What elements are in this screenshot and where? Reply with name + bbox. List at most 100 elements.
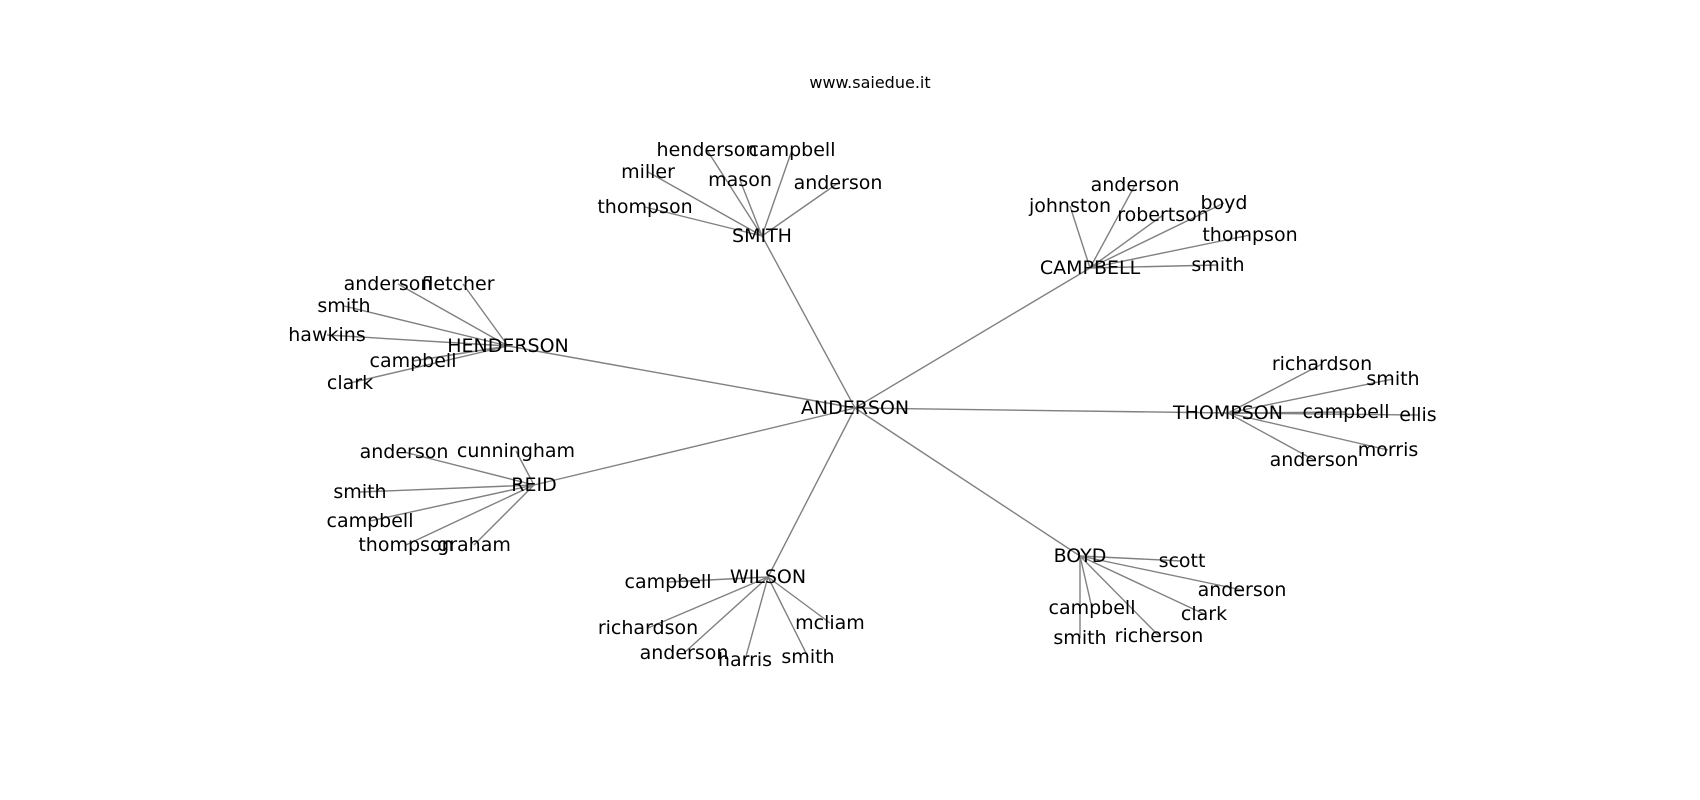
leaf-node-campbell-johnston: johnston xyxy=(1028,195,1111,217)
leaf-node-smith-mason: mason xyxy=(708,169,772,191)
edge-thompson-ellis xyxy=(1227,412,1419,416)
leaf-node-boyd-scott: scott xyxy=(1159,550,1206,572)
leaf-node-reid-thompson: thompson xyxy=(358,534,453,556)
hub-node-henderson: HENDERSON xyxy=(447,335,569,357)
hub-node-boyd: BOYD xyxy=(1054,545,1107,567)
leaf-node-boyd-clark: clark xyxy=(1181,603,1227,625)
leaf-node-thompson-smith: smith xyxy=(1366,368,1419,390)
hub-node-wilson: WILSON xyxy=(730,566,806,588)
edges-layer xyxy=(326,149,1419,661)
leaf-node-campbell-anderson: anderson xyxy=(1091,174,1180,196)
edge-smith-thompson xyxy=(644,206,763,237)
root-node-label: ANDERSON xyxy=(801,397,909,419)
edge-henderson-campbell xyxy=(412,345,509,362)
edge-thompson-anderson xyxy=(1227,412,1315,461)
leaf-node-boyd-smith: smith xyxy=(1053,627,1106,649)
edge-campbell-smith xyxy=(1089,264,1219,269)
leaf-node-thompson-anderson: anderson xyxy=(1270,449,1359,471)
leaf-node-reid-cunningham: cunningham xyxy=(457,440,575,462)
edge-smith-campbell xyxy=(761,149,793,237)
edge-root-thompson xyxy=(854,407,1229,414)
hub-node-smith: SMITH xyxy=(732,225,792,247)
leaf-node-boyd-campbell: campbell xyxy=(1049,597,1136,619)
leaf-node-reid-smith: smith xyxy=(333,481,386,503)
edge-root-wilson xyxy=(767,407,856,578)
leaf-node-wilson-anderson: anderson xyxy=(640,642,729,664)
hub-node-thompson: THOMPSON xyxy=(1172,402,1283,424)
edge-smith-miller xyxy=(647,171,763,237)
leaf-node-wilson-smith: smith xyxy=(781,646,834,668)
edge-thompson-richardson xyxy=(1227,363,1323,414)
edge-henderson-anderson xyxy=(397,283,509,347)
leaf-node-reid-graham: graham xyxy=(437,534,511,556)
leaf-node-henderson-anderson: anderson xyxy=(344,273,433,295)
leaf-node-henderson-smith: smith xyxy=(317,295,370,317)
edge-root-henderson xyxy=(507,345,856,409)
edge-smith-anderson xyxy=(761,182,839,237)
leaf-node-smith-campbell: campbell xyxy=(749,139,836,161)
edge-henderson-smith xyxy=(343,305,509,347)
edge-reid-thompson xyxy=(405,484,535,546)
leaf-node-wilson-richardson: richardson xyxy=(598,617,698,639)
hub-node-campbell: CAMPBELL xyxy=(1040,257,1141,279)
leaf-node-boyd-anderson: anderson xyxy=(1198,579,1287,601)
edge-wilson-mcliam xyxy=(767,576,831,624)
edge-henderson-fletcher xyxy=(462,283,509,347)
edge-reid-campbell xyxy=(369,484,535,522)
edge-thompson-smith xyxy=(1227,378,1394,414)
leaf-node-smith-thompson: thompson xyxy=(597,196,692,218)
hub-node-reid: REID xyxy=(511,474,556,496)
edge-reid-cunningham xyxy=(515,450,535,486)
leaf-node-smith-henderson: henderson xyxy=(657,139,758,161)
edge-boyd-campbell xyxy=(1079,555,1093,609)
edge-reid-graham xyxy=(473,484,535,546)
edge-campbell-boyd xyxy=(1089,202,1225,269)
edge-wilson-harris xyxy=(744,576,769,661)
edge-root-reid xyxy=(533,407,856,486)
edge-campbell-johnston xyxy=(1069,205,1091,269)
edge-wilson-richardson xyxy=(647,576,769,629)
leaf-node-henderson-hawkins: hawkins xyxy=(288,324,365,346)
leaf-node-thompson-morris: morris xyxy=(1358,439,1419,461)
leaf-node-campbell-boyd: boyd xyxy=(1201,192,1248,214)
chart-title: www.saiedue.it xyxy=(809,73,930,92)
leaf-node-wilson-campbell: campbell xyxy=(625,571,712,593)
edge-reid-smith xyxy=(359,484,535,493)
edge-boyd-clark xyxy=(1079,555,1205,615)
leaf-node-wilson-harris: harris xyxy=(718,649,772,671)
edge-henderson-hawkins xyxy=(326,334,509,347)
edge-smith-mason xyxy=(739,179,763,237)
leaf-node-campbell-smith: smith xyxy=(1191,254,1244,276)
leaf-node-henderson-clark: clark xyxy=(327,372,373,394)
edge-boyd-anderson xyxy=(1079,555,1243,591)
edge-root-boyd xyxy=(854,407,1081,557)
edge-root-smith xyxy=(761,235,856,409)
leaf-node-thompson-campbell: campbell xyxy=(1303,401,1390,423)
edge-thompson-morris xyxy=(1227,412,1389,451)
edge-wilson-smith xyxy=(767,576,809,658)
edge-campbell-robertson xyxy=(1089,214,1164,269)
edge-wilson-anderson xyxy=(683,576,769,654)
leaf-node-reid-anderson: anderson xyxy=(360,441,449,463)
edge-boyd-scott xyxy=(1079,555,1183,562)
edge-wilson-campbell xyxy=(667,576,769,583)
edge-campbell-anderson xyxy=(1089,184,1136,269)
leaf-node-thompson-richardson: richardson xyxy=(1272,353,1372,375)
leaf-node-boyd-richerson: richerson xyxy=(1115,625,1204,647)
edge-smith-henderson xyxy=(706,149,763,237)
leaf-node-reid-campbell: campbell xyxy=(327,510,414,532)
edge-henderson-clark xyxy=(349,345,509,384)
leaf-node-campbell-thompson: thompson xyxy=(1202,224,1297,246)
leaf-node-smith-miller: miller xyxy=(621,161,675,183)
leaf-node-wilson-mcliam: mcliam xyxy=(795,612,865,634)
edge-boyd-richerson xyxy=(1079,555,1160,637)
leaf-node-campbell-robertson: robertson xyxy=(1117,204,1209,226)
leaf-node-henderson-fletcher: fletcher xyxy=(421,273,494,295)
edge-reid-anderson xyxy=(403,451,535,486)
leaf-node-smith-anderson: anderson xyxy=(794,172,883,194)
edge-root-campbell xyxy=(854,267,1091,409)
leaf-node-thompson-ellis: ellis xyxy=(1399,404,1436,426)
leaf-node-henderson-campbell: campbell xyxy=(370,350,457,372)
